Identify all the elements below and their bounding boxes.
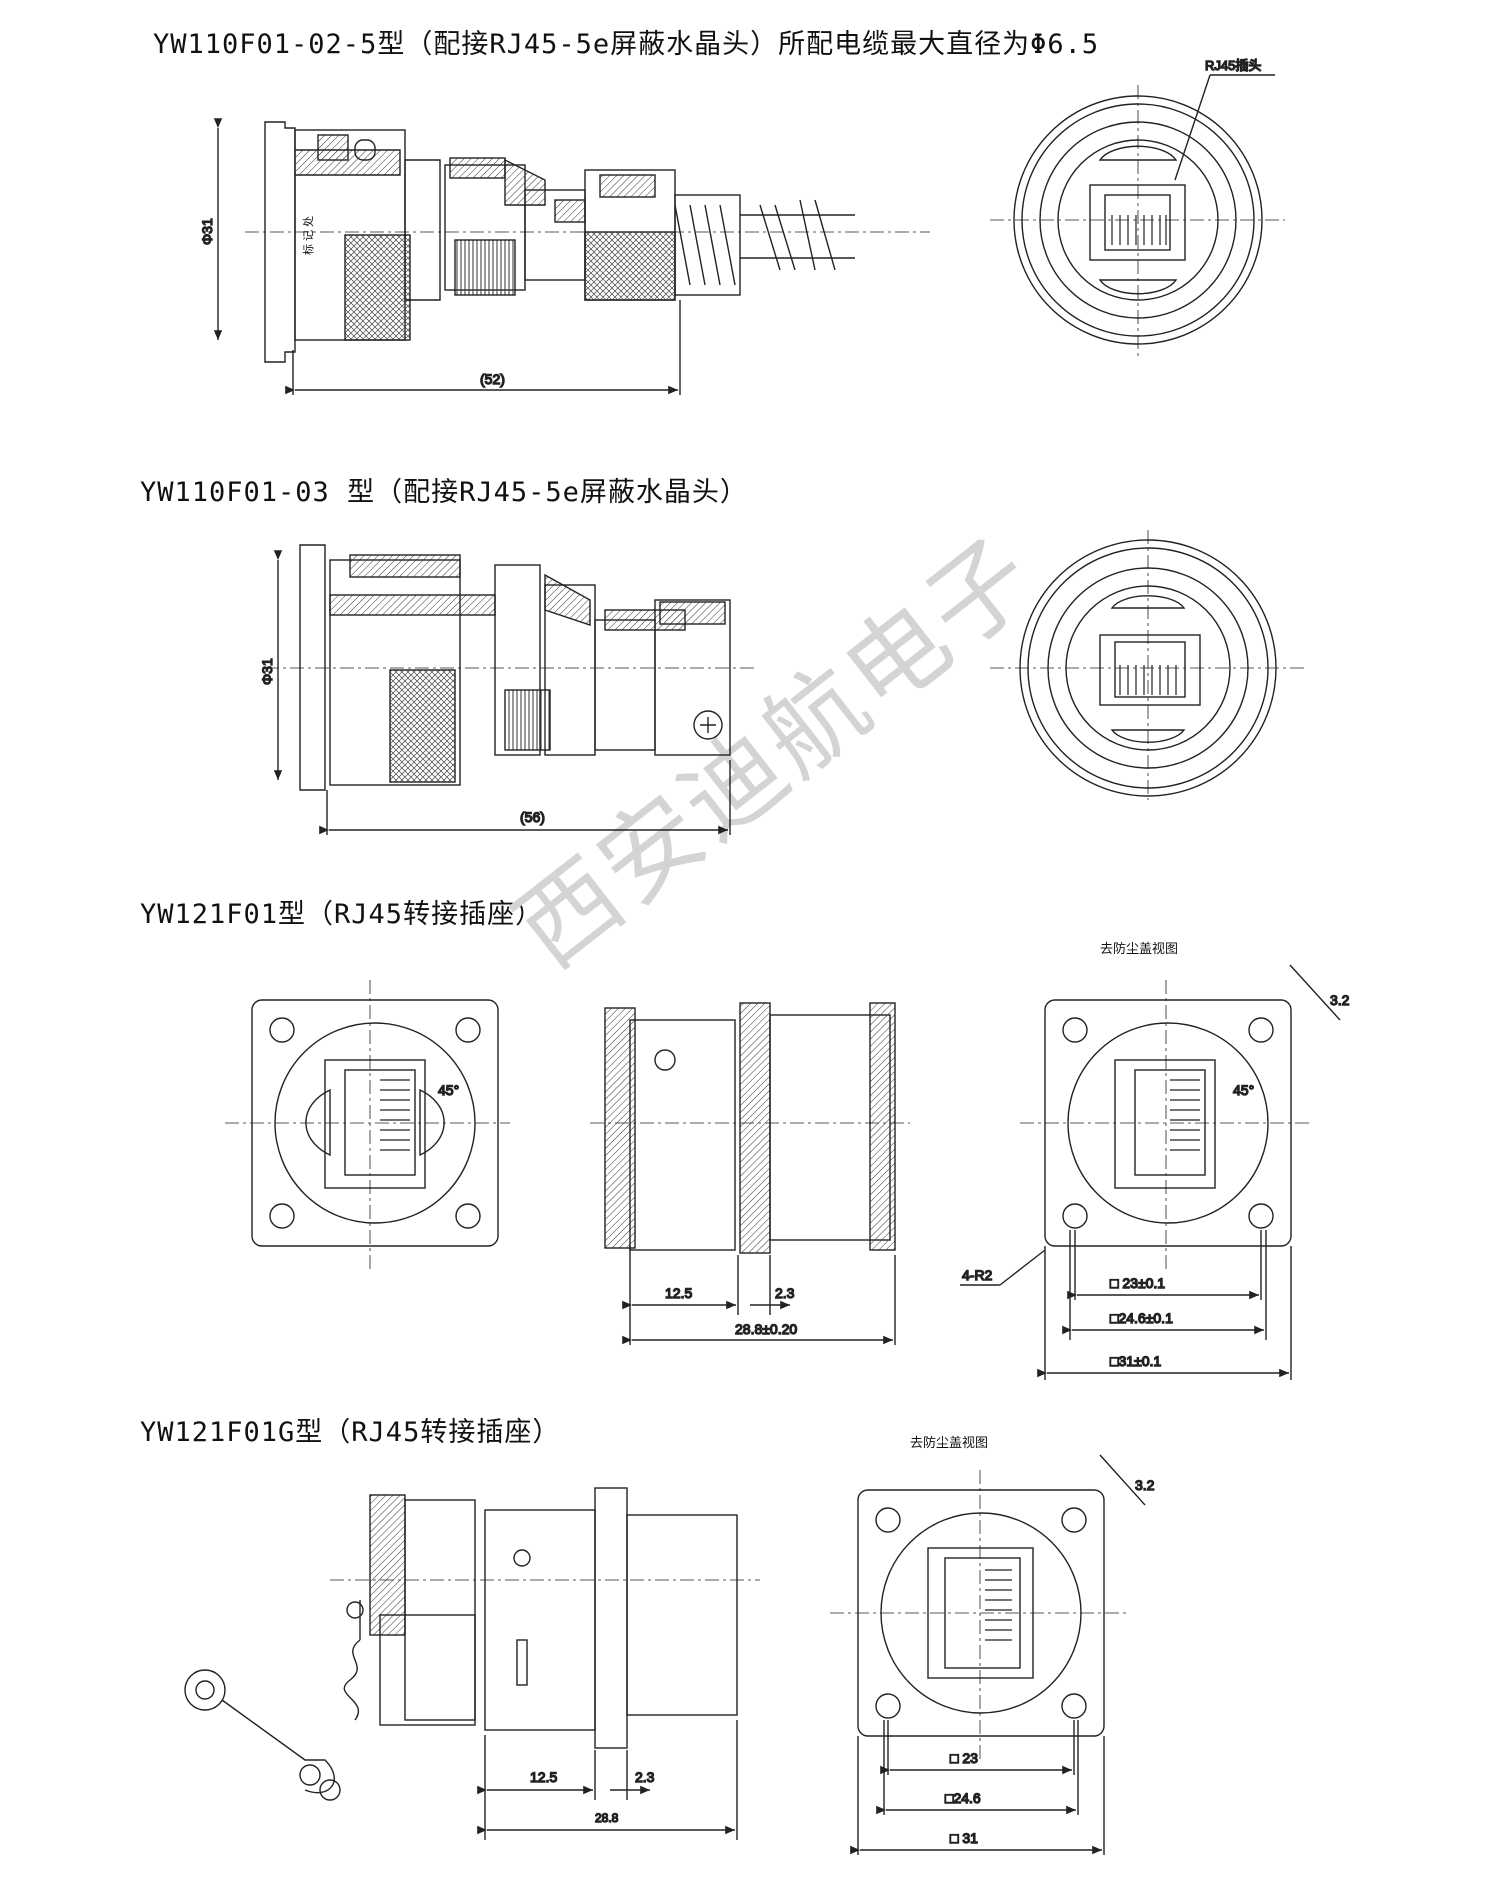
dim-angle-3b: 45° xyxy=(1233,1082,1254,1098)
dim-length-1: (52) xyxy=(480,371,505,387)
dim-sq1-3: □ 23±0.1 xyxy=(1110,1275,1165,1291)
side-view-2: Φ31 (56) xyxy=(258,544,755,835)
dim-sq2-4: □24.6 xyxy=(945,1790,981,1806)
dim-angle-3: 45° xyxy=(438,1082,459,1098)
dim-corner-4: 3.2 xyxy=(1135,1477,1155,1493)
mark-label: 标 记 处 xyxy=(303,215,315,255)
dim-sq2-3: □24.6±0.1 xyxy=(1110,1310,1173,1326)
side-view-4: 12.5 2.3 28.8 xyxy=(184,1487,760,1840)
dim-diameter-2: Φ31 xyxy=(259,658,275,685)
view-label-4: 去防尘盖视图 xyxy=(910,1435,989,1450)
side-view-3: 12.5 2.3 28.8±0.20 xyxy=(590,1002,910,1345)
dim-corner-3: 3.2 xyxy=(1330,992,1350,1008)
front-view-4: 3.2 □ 23 □24.6 □ 31 xyxy=(830,1454,1155,1855)
dim-sq1-4: □ 23 xyxy=(950,1750,978,1766)
front-view-2 xyxy=(990,530,1305,800)
dim-sq3-3: □31±0.1 xyxy=(1110,1353,1161,1369)
front-view-3a: 45° xyxy=(225,980,510,1270)
dim-sq3-4: □ 31 xyxy=(950,1830,978,1846)
dim-diameter-1: Φ31 xyxy=(199,218,215,245)
dim-radius-3: 4-R2 xyxy=(962,1267,993,1283)
section-title-3: YW121F01型（RJ45转接插座） xyxy=(140,899,544,930)
dim-d1-4: 12.5 xyxy=(530,1769,557,1785)
dim-length-2: (56) xyxy=(520,809,545,825)
dim-total-3: 28.8±0.20 xyxy=(735,1321,797,1337)
rj45-label: RJ45插头 xyxy=(1205,58,1261,73)
dim-d1-3: 12.5 xyxy=(665,1285,692,1301)
front-view-1: RJ45插头 xyxy=(990,57,1285,360)
section-title-4: YW121F01G型（RJ45转接插座） xyxy=(140,1417,561,1448)
dim-d2-4: 2.3 xyxy=(635,1769,655,1785)
front-view-3b: 3.2 45° 4-R2 □ 23±0.1 □24.6±0.1 □31±0.1 xyxy=(960,964,1350,1380)
section-title-1: YW110F01-02-5型（配接RJ45-5e屏蔽水晶头）所配电缆最大直径为Φ… xyxy=(153,29,1100,60)
side-view-1: Φ31 (52) xyxy=(198,118,930,395)
dim-d2-3: 2.3 xyxy=(775,1285,795,1301)
dim-total-4: 28.8 xyxy=(595,1811,619,1825)
section-title-2: YW110F01-03 型（配接RJ45-5e屏蔽水晶头） xyxy=(140,477,748,508)
view-label-3: 去防尘盖视图 xyxy=(1100,941,1179,956)
